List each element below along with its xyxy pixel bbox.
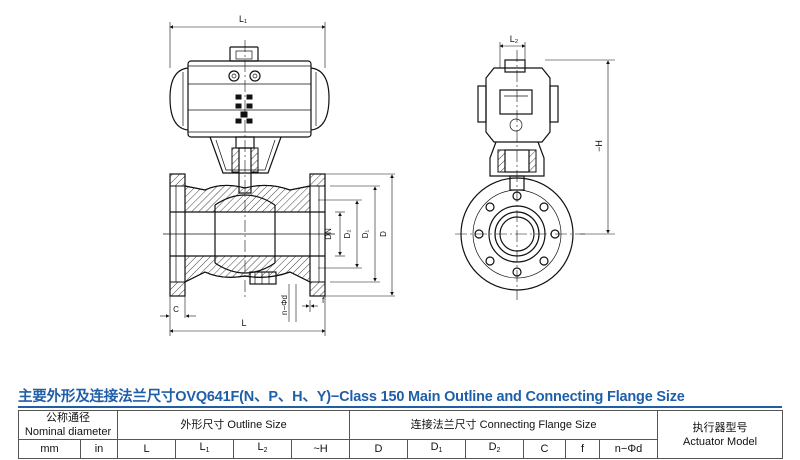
- col-L1-text: L: [199, 441, 206, 453]
- dim-DN-label: DN: [324, 228, 333, 240]
- table-title: 主要外形及连接法兰尺寸OVQ641F(N、P、H、Y)−Class 150 Ma…: [18, 389, 685, 405]
- valve-body: [163, 173, 335, 297]
- dim-H-label: −H: [594, 140, 604, 152]
- col-nd: n−Φd: [599, 439, 659, 459]
- col-in: in: [79, 439, 119, 459]
- mounting-bracket: [209, 136, 282, 194]
- col-H: ~H: [291, 439, 351, 459]
- dimension-table: 公称通径 Nominal diameter 外形尺寸 Outline Size …: [17, 410, 784, 459]
- title-rule: [18, 406, 782, 408]
- col-D1-sub: 1: [438, 447, 443, 454]
- nominal-diameter-cn: 公称通径: [46, 412, 90, 424]
- actuator: [169, 46, 330, 138]
- actuator-model-header: 执行器型号 Actuator Model: [657, 410, 784, 459]
- col-D1: D1: [407, 439, 467, 459]
- nominal-diameter-header: 公称通径 Nominal diameter: [17, 410, 119, 440]
- col-L2: L2: [233, 439, 293, 459]
- col-D1-text: D: [430, 441, 439, 453]
- side-view: L₂: [455, 34, 615, 300]
- valve-technical-drawing: L₁: [160, 14, 615, 336]
- dim-D1-label: D₁: [361, 229, 370, 238]
- col-D2-text: D: [488, 441, 497, 453]
- col-L: L: [117, 439, 177, 459]
- front-right-dims: DN D₂ D₁ D: [318, 173, 395, 297]
- col-L1-sub: 1: [205, 447, 210, 454]
- nominal-diameter-en: Nominal diameter: [24, 426, 112, 438]
- col-D2-sub: 2: [496, 447, 501, 454]
- dim-f-label: f: [322, 296, 325, 305]
- col-D: D: [349, 439, 409, 459]
- actuator-model-cn: 执行器型号: [692, 421, 748, 434]
- front-bottom-dims: L C n−Φd f: [160, 284, 326, 336]
- front-view: L₁: [160, 14, 395, 336]
- col-mm: mm: [18, 439, 81, 459]
- outline-size-header: 外形尺寸 Outline Size: [117, 410, 351, 440]
- actuator-model-en: Actuator Model: [683, 435, 758, 448]
- dim-L-label: L: [241, 318, 246, 328]
- flange-size-header: 连接法兰尺寸 Connecting Flange Size: [349, 410, 659, 440]
- col-L2-text: L: [257, 441, 264, 453]
- col-C: C: [523, 439, 567, 459]
- col-L1: L1: [175, 439, 235, 459]
- dim-holes-label: n−Φd: [280, 295, 289, 315]
- dim-D2-label: D₂: [343, 230, 352, 239]
- col-L2-sub: 2: [263, 447, 268, 454]
- dim-L1-label: L₁: [239, 14, 247, 24]
- dim-L2-label: L₂: [510, 34, 519, 44]
- dim-C-label: C: [173, 305, 179, 314]
- col-D2: D2: [465, 439, 525, 459]
- actuator-side: [477, 59, 559, 143]
- col-f: f: [565, 439, 601, 459]
- dim-D-label: D: [379, 231, 388, 237]
